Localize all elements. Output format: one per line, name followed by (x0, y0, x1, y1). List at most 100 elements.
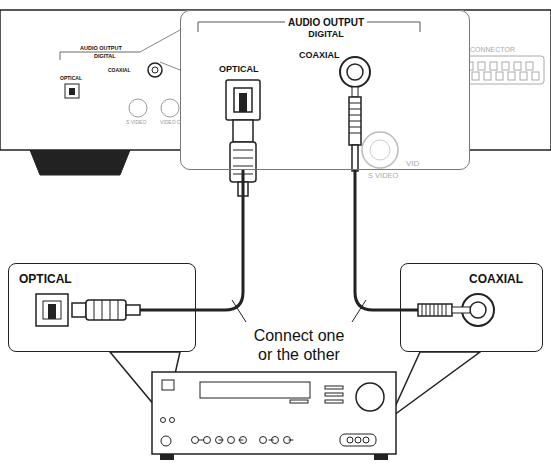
coaxial-plug (352, 87, 358, 97)
front-input (363, 437, 369, 443)
led (161, 418, 166, 423)
panel-label: OPTICAL (60, 76, 82, 82)
receiver-optical-jack (48, 304, 56, 319)
optical-plug (233, 120, 253, 142)
small-video-jack (161, 99, 179, 117)
receiver-foot (374, 454, 388, 460)
coaxial-cable (400, 309, 418, 312)
coaxial-plug-grip (422, 304, 446, 316)
optical-plug (86, 300, 126, 320)
zoom-pointer (140, 30, 180, 70)
button (325, 400, 343, 403)
cable (196, 170, 243, 310)
front-button (260, 437, 267, 444)
connector-pin (532, 72, 539, 80)
button (325, 386, 343, 389)
coaxial-plug (452, 307, 470, 313)
front-button (228, 437, 235, 444)
receiver-coaxial-jack (470, 302, 486, 318)
phones-jack (161, 436, 171, 446)
leader-line (232, 300, 366, 322)
coaxial-callout: COAXIAL (400, 263, 543, 352)
panel-label: DIGITAL (94, 53, 116, 59)
connector-pin (514, 62, 521, 70)
coaxial-plug (349, 97, 361, 145)
connector-pin (526, 62, 533, 70)
optical-plug-grip (94, 300, 118, 320)
button-link (199, 440, 204, 441)
front-input (340, 434, 376, 446)
led (170, 418, 175, 423)
zoom-ground (180, 10, 470, 170)
cable (355, 170, 400, 310)
callout-ground (8, 263, 196, 352)
panel-label: VID (404, 160, 421, 169)
player-foot (30, 150, 130, 175)
node-text: COAXIAL (469, 273, 523, 286)
front-buttons (192, 437, 294, 444)
power-button (162, 380, 174, 390)
coaxial-plug (418, 304, 452, 316)
button (325, 393, 343, 396)
small-coaxial-jack (148, 63, 162, 77)
optical-jack (226, 80, 260, 120)
front-button (204, 437, 211, 444)
connector-pin (502, 62, 509, 70)
optical-callout: OPTICAL (8, 263, 196, 352)
node-text: OPTICAL (19, 273, 72, 286)
volume-knob (356, 383, 384, 411)
panel-label: S VIDEO (366, 172, 400, 180)
small-optical-jack (69, 88, 75, 95)
button-link (289, 440, 294, 441)
panel-label: AUDIO OUTPUT (80, 45, 122, 51)
receiver-body (152, 372, 396, 454)
connector-pin (478, 62, 485, 70)
coaxial-jack (340, 57, 370, 87)
svideo-jack (370, 140, 390, 160)
button-link (269, 440, 274, 441)
node-text: DIGITAL (308, 30, 343, 40)
panel-label: CONNECTOR (470, 46, 515, 54)
front-button (192, 437, 199, 444)
button-link (219, 440, 224, 441)
instruction-note: Connect one or the other (249, 326, 349, 364)
receiver-optical-jack (36, 294, 68, 326)
optical-jack (234, 88, 252, 112)
panel-label: VIDEO O (160, 120, 181, 126)
receiver-foot (160, 454, 174, 460)
coaxial-plug (352, 145, 358, 171)
receiver-optical-jack (43, 301, 61, 319)
node-text: AUDIO OUTPUT (285, 17, 367, 28)
connector-pin (472, 72, 479, 80)
display (200, 382, 310, 398)
coaxial-jack (347, 64, 363, 80)
optical-plug (72, 303, 86, 317)
callout-tail (390, 352, 480, 418)
optical-cable (140, 309, 196, 312)
svideo-jack (362, 132, 398, 168)
connector-pin (508, 72, 515, 80)
node-text: COAXIAL (299, 51, 340, 61)
button-link (239, 440, 244, 441)
front-input (355, 437, 361, 443)
front-input (347, 437, 353, 443)
connector-pin (496, 72, 503, 80)
connector-pin (520, 72, 527, 80)
receiver (152, 372, 396, 460)
node-text: OPTICAL (219, 65, 259, 75)
panel-label: COAXIAL (108, 68, 131, 74)
coaxial-plug-grip (349, 103, 361, 133)
connector-pin (490, 62, 497, 70)
small-optical-jack (65, 84, 79, 98)
front-button (240, 437, 247, 444)
optical-jack (239, 93, 247, 112)
front-button (216, 437, 223, 444)
callout-ground (400, 263, 543, 352)
display-bar (290, 400, 308, 403)
connector-pin (484, 72, 491, 80)
zoom-callout: AUDIO OUTPUT DIGITAL OPTICAL COAXIAL (180, 10, 470, 170)
panel-label: S VIDEO (126, 120, 146, 126)
